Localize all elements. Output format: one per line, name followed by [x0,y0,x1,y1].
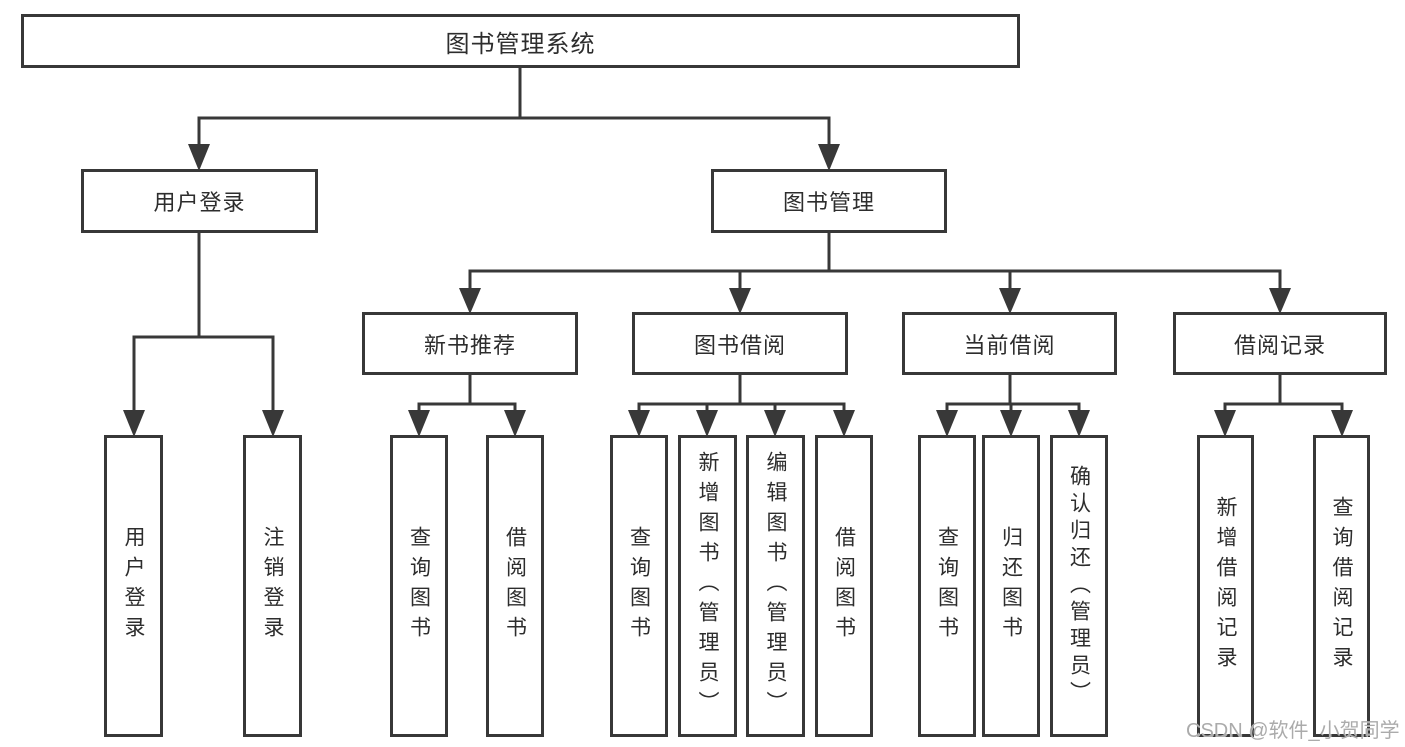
leaf-query-borrow-record: 查询借阅记录 [1313,435,1370,737]
leaf-borrow-books-2: 借阅图书 [815,435,873,737]
leaf-label: 编辑图书（管理员） [764,451,787,721]
leaf-edit-book-admin: 编辑图书（管理员） [746,435,805,737]
leaf-user-login: 用户登录 [104,435,163,737]
node-book-management-branch: 图书管理 [711,169,947,233]
leaf-label: 新增图书（管理员） [696,451,719,721]
leaf-label: 查询图书 [935,526,959,646]
node-book-borrowing: 图书借阅 [632,312,848,375]
node-label: 图书管理 [782,190,875,215]
leaf-label: 用户登录 [122,526,145,646]
leaf-label: 归还图书 [999,526,1023,646]
leaf-label: 新增借阅记录 [1214,496,1237,676]
node-current-borrowing: 当前借阅 [902,312,1117,375]
leaf-label: 注销登录 [261,526,284,646]
node-label: 图书管理系统 [445,30,596,58]
node-label: 当前借阅 [963,332,1056,358]
node-new-book-recommendation: 新书推荐 [362,312,578,375]
node-label: 新书推荐 [423,332,516,358]
leaf-logout: 注销登录 [243,435,302,737]
node-library-management-system: 图书管理系统 [21,14,1020,68]
leaf-return-book: 归还图书 [982,435,1040,737]
leaf-label: 查询图书 [407,526,431,646]
leaf-query-books-1: 查询图书 [390,435,448,737]
csdn-watermark: CSDN @软件_小贺同学 [1186,720,1400,742]
node-label: 用户登录 [153,190,246,215]
leaf-borrow-books-1: 借阅图书 [486,435,544,737]
leaf-label: 确认归还（管理员） [1067,464,1091,708]
leaf-query-books-3: 查询图书 [918,435,976,737]
node-label: 图书借阅 [693,332,786,358]
leaf-add-book-admin: 新增图书（管理员） [678,435,737,737]
node-label: 借阅记录 [1233,332,1326,358]
leaf-label: 借阅图书 [832,526,856,646]
node-borrowing-records: 借阅记录 [1173,312,1387,375]
leaf-add-borrow-record: 新增借阅记录 [1197,435,1254,737]
node-user-login-branch: 用户登录 [81,169,318,233]
leaf-label: 查询借阅记录 [1330,496,1353,676]
leaf-label: 借阅图书 [503,526,527,646]
leaf-confirm-return-admin: 确认归还（管理员） [1050,435,1108,737]
leaf-label: 查询图书 [627,526,651,646]
leaf-query-books-2: 查询图书 [610,435,668,737]
